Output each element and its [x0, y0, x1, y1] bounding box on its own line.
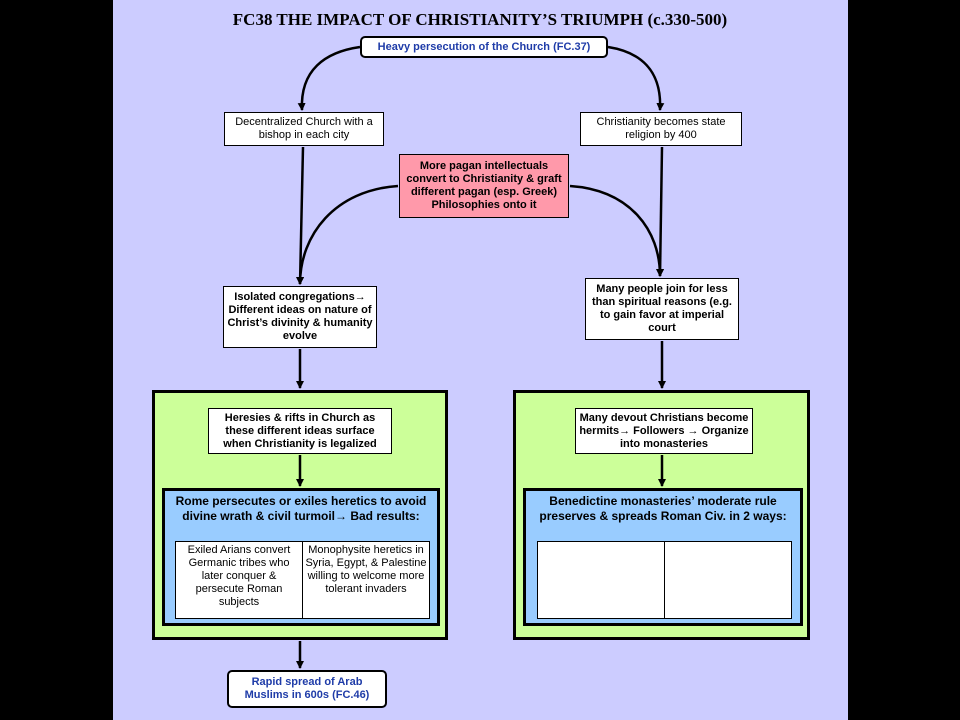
node-arab-muslims: Rapid spread of Arab Muslims in 600s (FC…	[227, 670, 387, 708]
node-hermits: Many devout Christians become hermits→ F…	[575, 408, 753, 454]
node-decentralized-church: Decentralized Church with a bishop in ea…	[224, 112, 384, 146]
node-monophysite: Monophysite heretics in Syria, Egypt, & …	[302, 541, 430, 619]
node-join-for-less: Many people join for less than spiritual…	[585, 278, 739, 340]
node-pagan-intellectuals: More pagan intellectuals convert to Chri…	[399, 154, 569, 218]
rome-persecutes-text: Rome persecutes or exiles heretics to av…	[175, 494, 427, 523]
node-heavy-persecution: Heavy persecution of the Church (FC.37)	[360, 36, 608, 58]
node-heresies: Heresies & rifts in Church as these diff…	[208, 408, 392, 454]
page-title: FC38 THE IMPACT OF CHRISTIANITY’S TRIUMP…	[232, 10, 728, 29]
node-way-1	[537, 541, 665, 619]
benedictine-text: Benedictine monasteries’ moderate rule p…	[539, 494, 787, 523]
node-way-2	[664, 541, 792, 619]
node-state-religion: Christianity becomes state religion by 4…	[580, 112, 742, 146]
node-isolated-congregations: Isolated congregations→ Different ideas …	[223, 286, 377, 348]
node-exiled-arians: Exiled Arians convert Germanic tribes wh…	[175, 541, 303, 619]
